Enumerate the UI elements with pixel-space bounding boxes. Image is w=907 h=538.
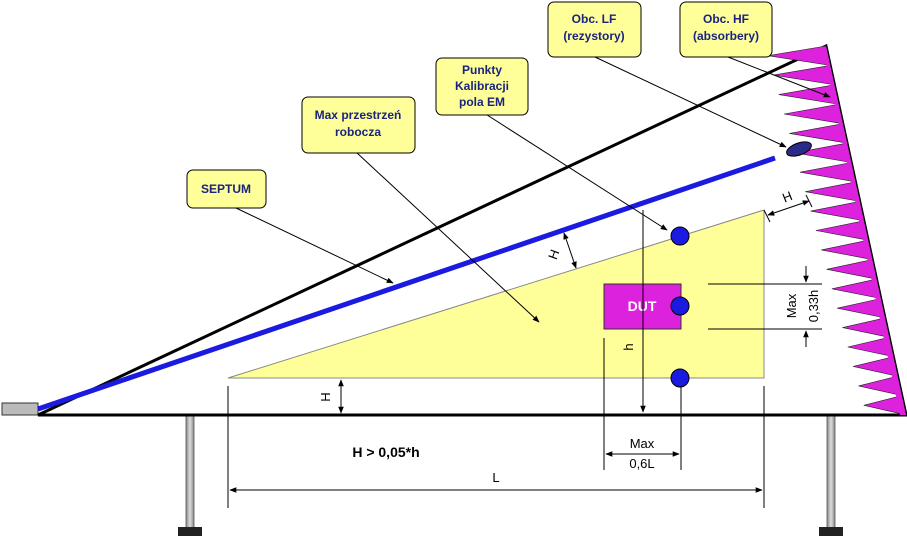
callout-hf-load: Obc. HF (absorbery) bbox=[679, 1, 773, 58]
max-height-label-1: Max bbox=[784, 293, 799, 318]
calibration-point-bottom bbox=[670, 368, 690, 388]
formula-text: H > 0,05*h bbox=[352, 444, 419, 460]
H-bottom-dimension: H bbox=[318, 379, 344, 414]
callout-septum-text: SEPTUM bbox=[201, 182, 251, 196]
callout-lf-load: Obc. LF (rezystory) bbox=[547, 1, 642, 58]
callout-lf-line2: (rezystory) bbox=[563, 29, 624, 43]
septum-line bbox=[37, 155, 776, 412]
max-width-label-1: Max bbox=[630, 436, 655, 451]
absorber-base bbox=[824, 46, 906, 415]
callout-lf-line1: Obc. LF bbox=[572, 12, 617, 26]
support-legs bbox=[178, 414, 843, 536]
max-height-dimension: Max 0,33h bbox=[708, 266, 822, 347]
callout-septum: SEPTUM bbox=[186, 169, 267, 209]
max-width-dimension: Max 0,6L bbox=[603, 338, 682, 471]
h-label: h bbox=[621, 343, 636, 350]
L-label: L bbox=[492, 470, 499, 485]
callout-max-line2: robocza bbox=[335, 125, 381, 139]
callout-punkty-line1: Punkty bbox=[462, 63, 502, 77]
max-width-label-2: 0,6L bbox=[629, 456, 654, 471]
callout-punkty-line2: Kalibracji bbox=[455, 79, 509, 93]
input-connector bbox=[1, 402, 39, 416]
callout-hf-line1: Obc. HF bbox=[703, 12, 749, 26]
L-dimension: L bbox=[227, 386, 765, 508]
callout-max-line1: Max przestrzeń bbox=[315, 108, 402, 122]
callout-hf-line2: (absorbery) bbox=[693, 29, 759, 43]
working-space bbox=[227, 209, 765, 379]
lf-load-resistor bbox=[786, 141, 812, 157]
callout-max-workspace: Max przestrzeń robocza bbox=[301, 96, 416, 154]
callout-calibration-points: Punkty Kalibracji pola EM bbox=[435, 57, 529, 116]
hf-absorbers bbox=[768, 45, 907, 416]
dut-label: DUT bbox=[628, 298, 657, 314]
callout-leaders bbox=[235, 56, 831, 323]
H-bottom-label: H bbox=[318, 392, 333, 401]
calibration-point-top bbox=[670, 226, 690, 246]
callout-punkty-line3: pola EM bbox=[459, 95, 505, 109]
calibration-point-middle bbox=[670, 296, 690, 316]
max-height-label-2: 0,33h bbox=[806, 290, 821, 323]
absorber-teeth bbox=[768, 45, 907, 416]
h-dimension: h bbox=[621, 210, 646, 413]
